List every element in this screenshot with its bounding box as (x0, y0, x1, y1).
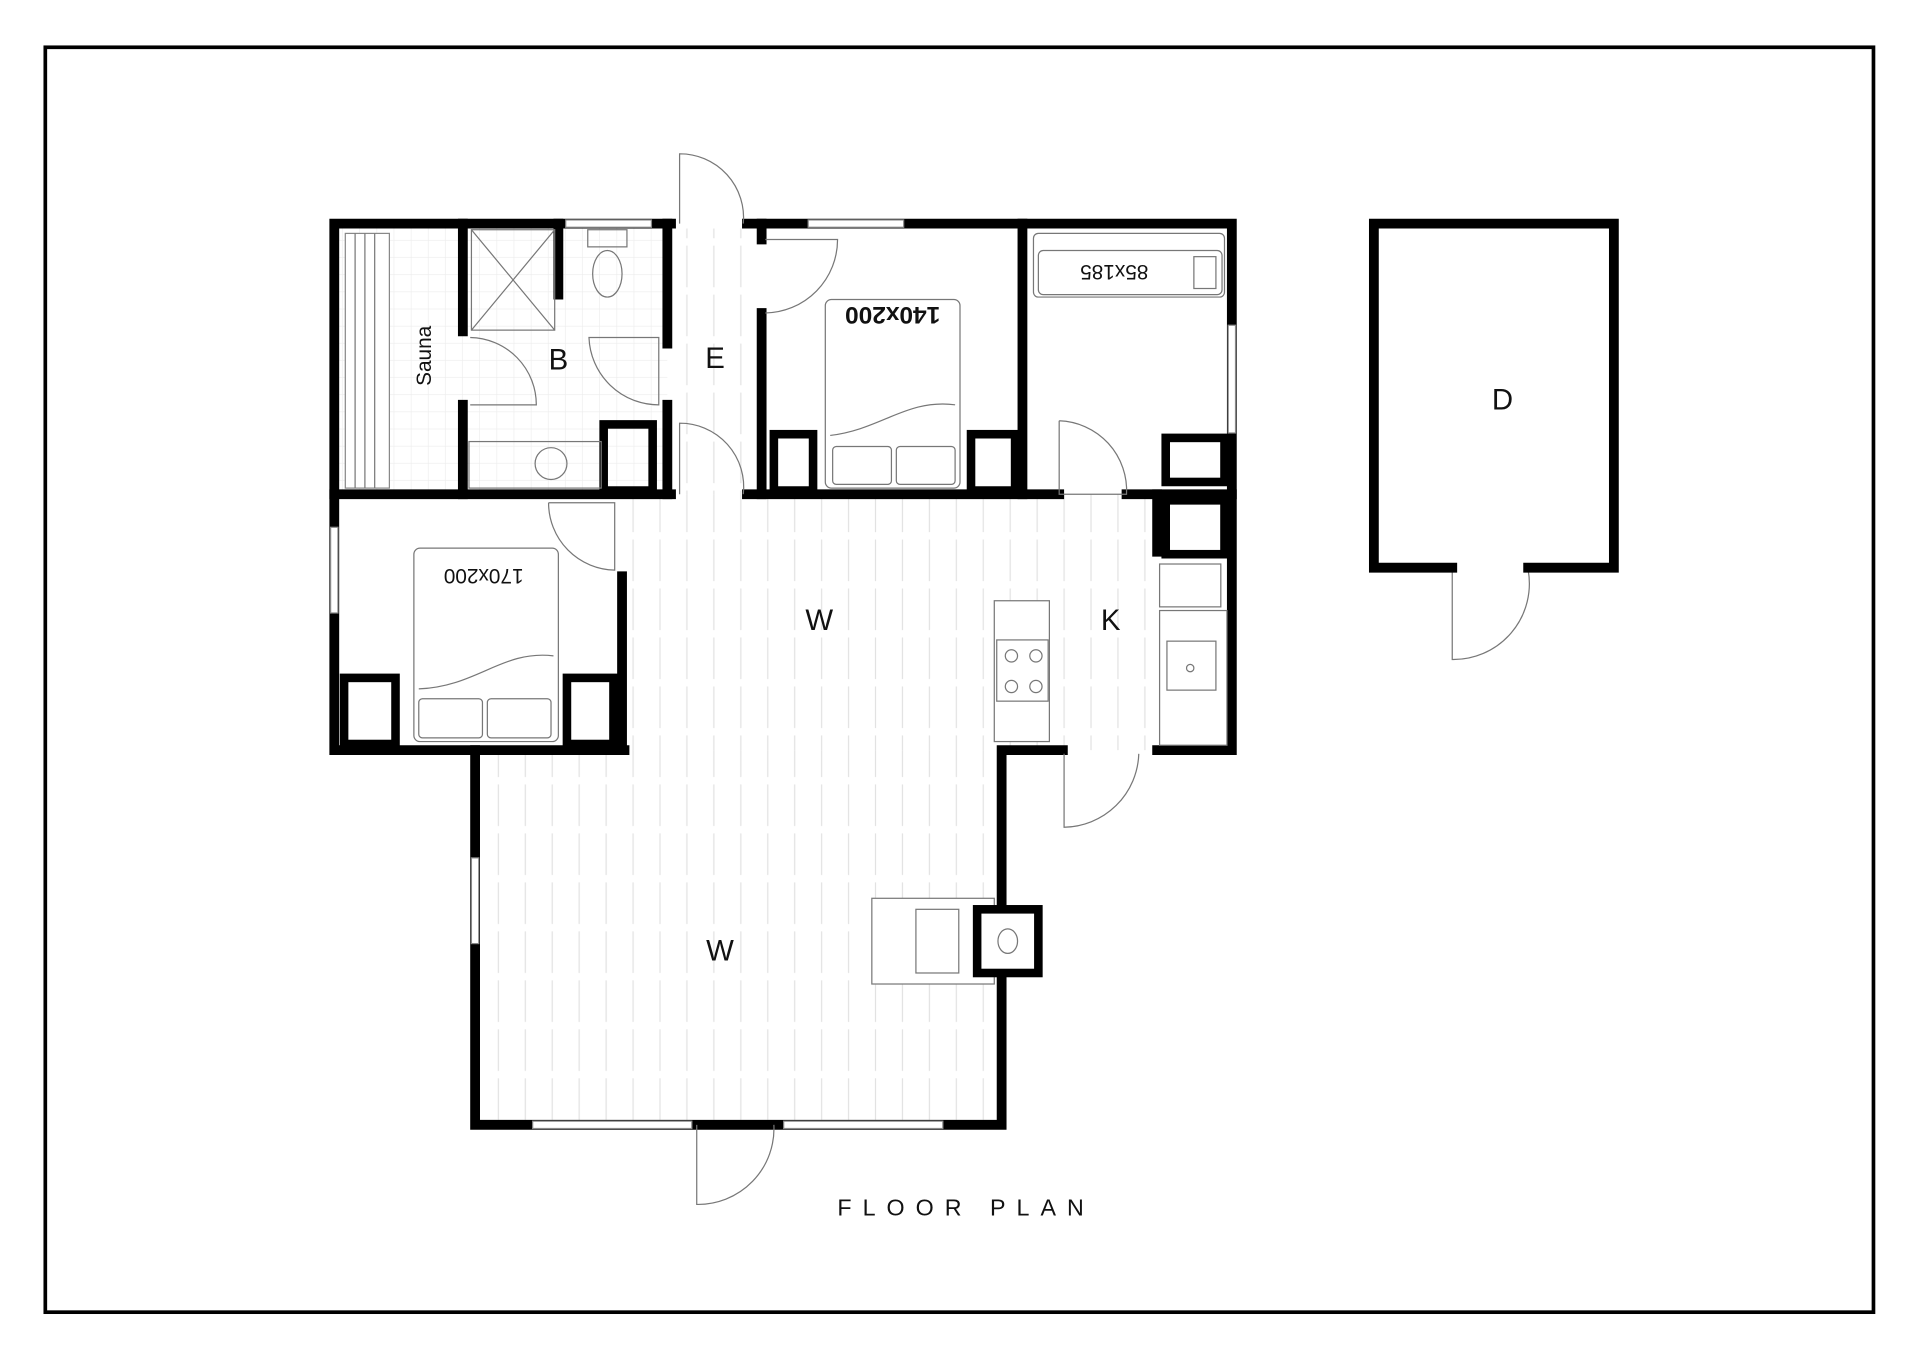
room-label-living-lower: W (706, 935, 734, 968)
bed-size-single: 85x185 (1080, 260, 1148, 283)
room-label-sauna: Sauna (413, 325, 436, 386)
entrance-floor (671, 228, 747, 495)
bath-floor (339, 228, 668, 495)
room-label-bathroom: B (549, 343, 569, 376)
doors (470, 153, 1530, 1206)
bed-main (824, 298, 961, 489)
room-label-kitchen: K (1101, 604, 1121, 637)
bed-single (1032, 232, 1226, 298)
sauna-bench (344, 232, 391, 489)
bed-second (413, 547, 559, 743)
closets (339, 420, 1229, 749)
bed-size-main: 140x200 (845, 301, 940, 328)
room-label-shed: D (1492, 384, 1513, 417)
room-label-living-upper: W (805, 604, 833, 637)
room-label-entrance: E (705, 342, 725, 375)
kitchen-fixtures (871, 563, 1228, 985)
page-frame (43, 45, 1876, 1315)
bathroom-fixtures (468, 229, 628, 489)
plan-title: FLOOR PLAN (837, 1194, 1095, 1220)
shed-walls (1368, 218, 1619, 573)
bed-size-second: 170x200 (444, 564, 524, 587)
living-floor-upper (624, 494, 1159, 751)
